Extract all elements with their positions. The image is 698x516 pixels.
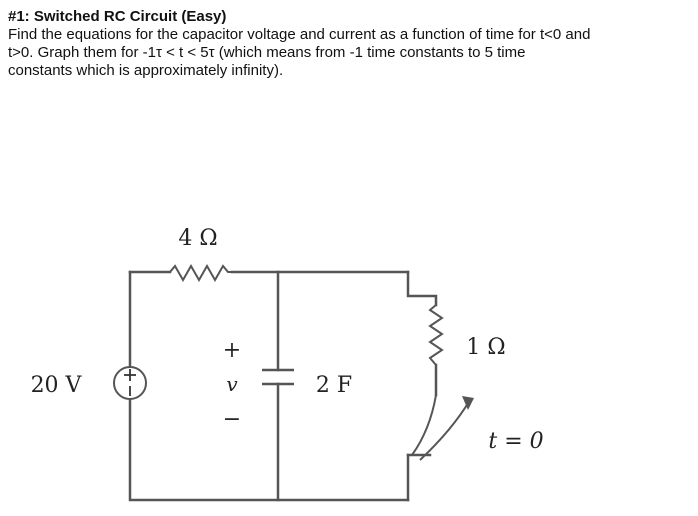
cap-label: 2 F xyxy=(316,373,352,398)
problem-statement: #1: Switched RC Circuit (Easy) Find the … xyxy=(8,8,688,80)
problem-title: #1: Switched RC Circuit (Easy) xyxy=(8,8,227,25)
wire-bottom xyxy=(128,396,410,502)
resistor-1ohm xyxy=(428,304,444,366)
source-label: 20 V xyxy=(31,373,83,398)
v-minus-label: − xyxy=(223,407,241,432)
r1-label: 4 Ω xyxy=(178,226,217,251)
v-symbol-label: v xyxy=(226,372,238,396)
r2-label: 1 Ω xyxy=(466,335,505,360)
problem-line-1: Find the equations for the capacitor vol… xyxy=(8,26,591,43)
switch-label: t = 0 xyxy=(488,429,543,454)
problem-line-3: constants which is approximately infinit… xyxy=(8,62,284,79)
v-plus-label: + xyxy=(223,338,241,363)
switch-lever xyxy=(411,394,437,456)
switch-arc xyxy=(419,399,471,461)
resistor-4ohm xyxy=(169,263,232,283)
wire-right-upper xyxy=(406,270,438,307)
problem-line-2: t>0. Graph them for -1τ < t < 5τ (which … xyxy=(8,44,526,61)
voltage-source xyxy=(113,366,147,400)
problem-body: Find the equations for the capacitor vol… xyxy=(8,26,688,80)
switch-arrow-head xyxy=(462,396,474,410)
